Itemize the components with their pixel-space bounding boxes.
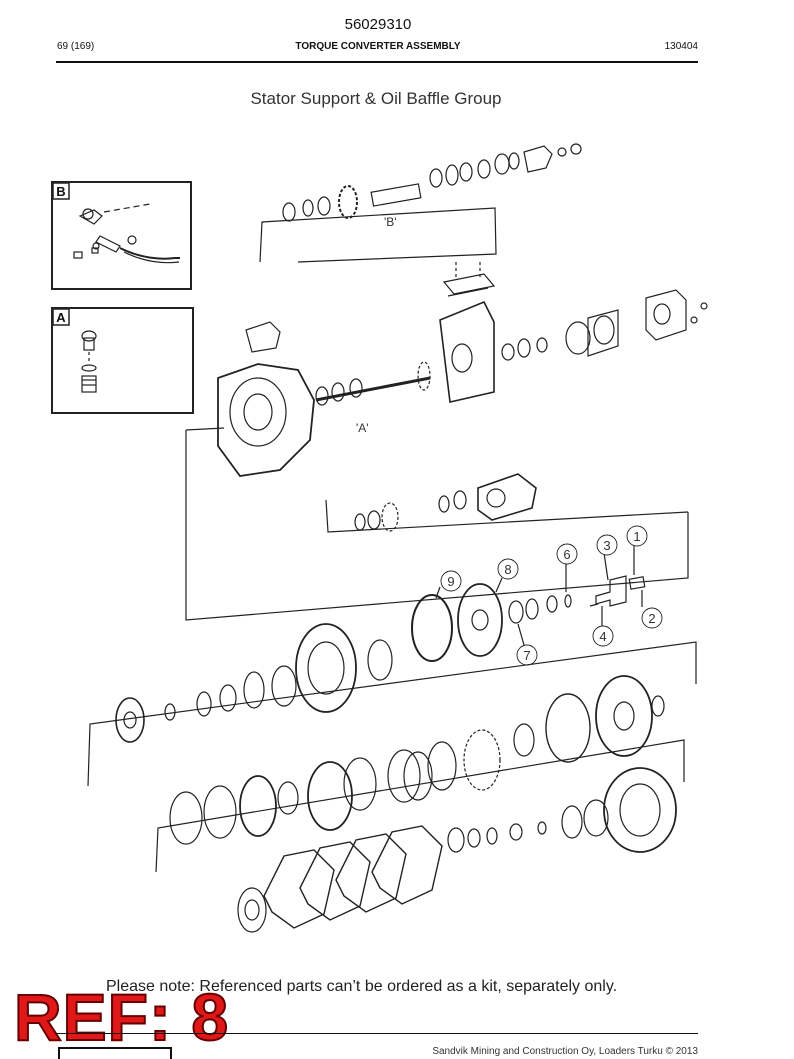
pump-subgroup [354,473,537,532]
turbine-row [87,623,697,831]
ref-a-label: 'A' [356,421,369,435]
callout-3: 3 [596,534,618,556]
footer-copyright: Sandvik Mining and Construction Oy, Load… [432,1046,698,1057]
callout-6: 6 [556,543,578,565]
ref-b-label: 'B' [384,215,397,229]
callout-4: 4 [592,625,614,647]
callout-bubbles: 1 2 3 4 6 7 8 9 [440,525,663,666]
callout-2: 2 [641,607,663,629]
inset-b-label: B [56,184,65,199]
header-rule [56,61,698,63]
inset-a: A [51,307,194,414]
svg-text:3: 3 [603,538,610,553]
page-number: 69 (169) [57,41,95,52]
upper-shaft-group: 'B' [259,143,582,263]
inset-a-label: A [56,310,66,325]
section-title: TORQUE CONVERTER ASSEMBLY [295,41,461,52]
callout-8: 8 [497,558,519,580]
svg-text:4: 4 [599,629,606,644]
svg-text:7: 7 [523,648,530,663]
callout-group [411,545,646,662]
callout-1: 1 [626,525,648,547]
svg-text:9: 9 [447,574,454,589]
svg-text:1: 1 [633,529,640,544]
callout-7: 7 [516,644,538,666]
svg-text:2: 2 [648,611,655,626]
svg-text:6: 6 [563,547,570,562]
group-title: Stator Support & Oil Baffle Group [250,89,502,108]
inset-b: B [51,181,192,290]
clutch-pack-row [155,739,685,873]
svg-text:8: 8 [504,562,511,577]
friction-discs [237,825,443,933]
kit-order-note: Please note: Referenced parts can’t be o… [106,978,618,995]
ref-label: REF: 8 [13,980,230,1054]
footer-rule [56,1033,698,1034]
date-code: 130404 [664,41,698,52]
callout-9: 9 [440,570,462,592]
document-number: 56029310 [344,16,412,33]
company-logo [58,1047,172,1059]
housing-group: 'A' [185,262,708,621]
